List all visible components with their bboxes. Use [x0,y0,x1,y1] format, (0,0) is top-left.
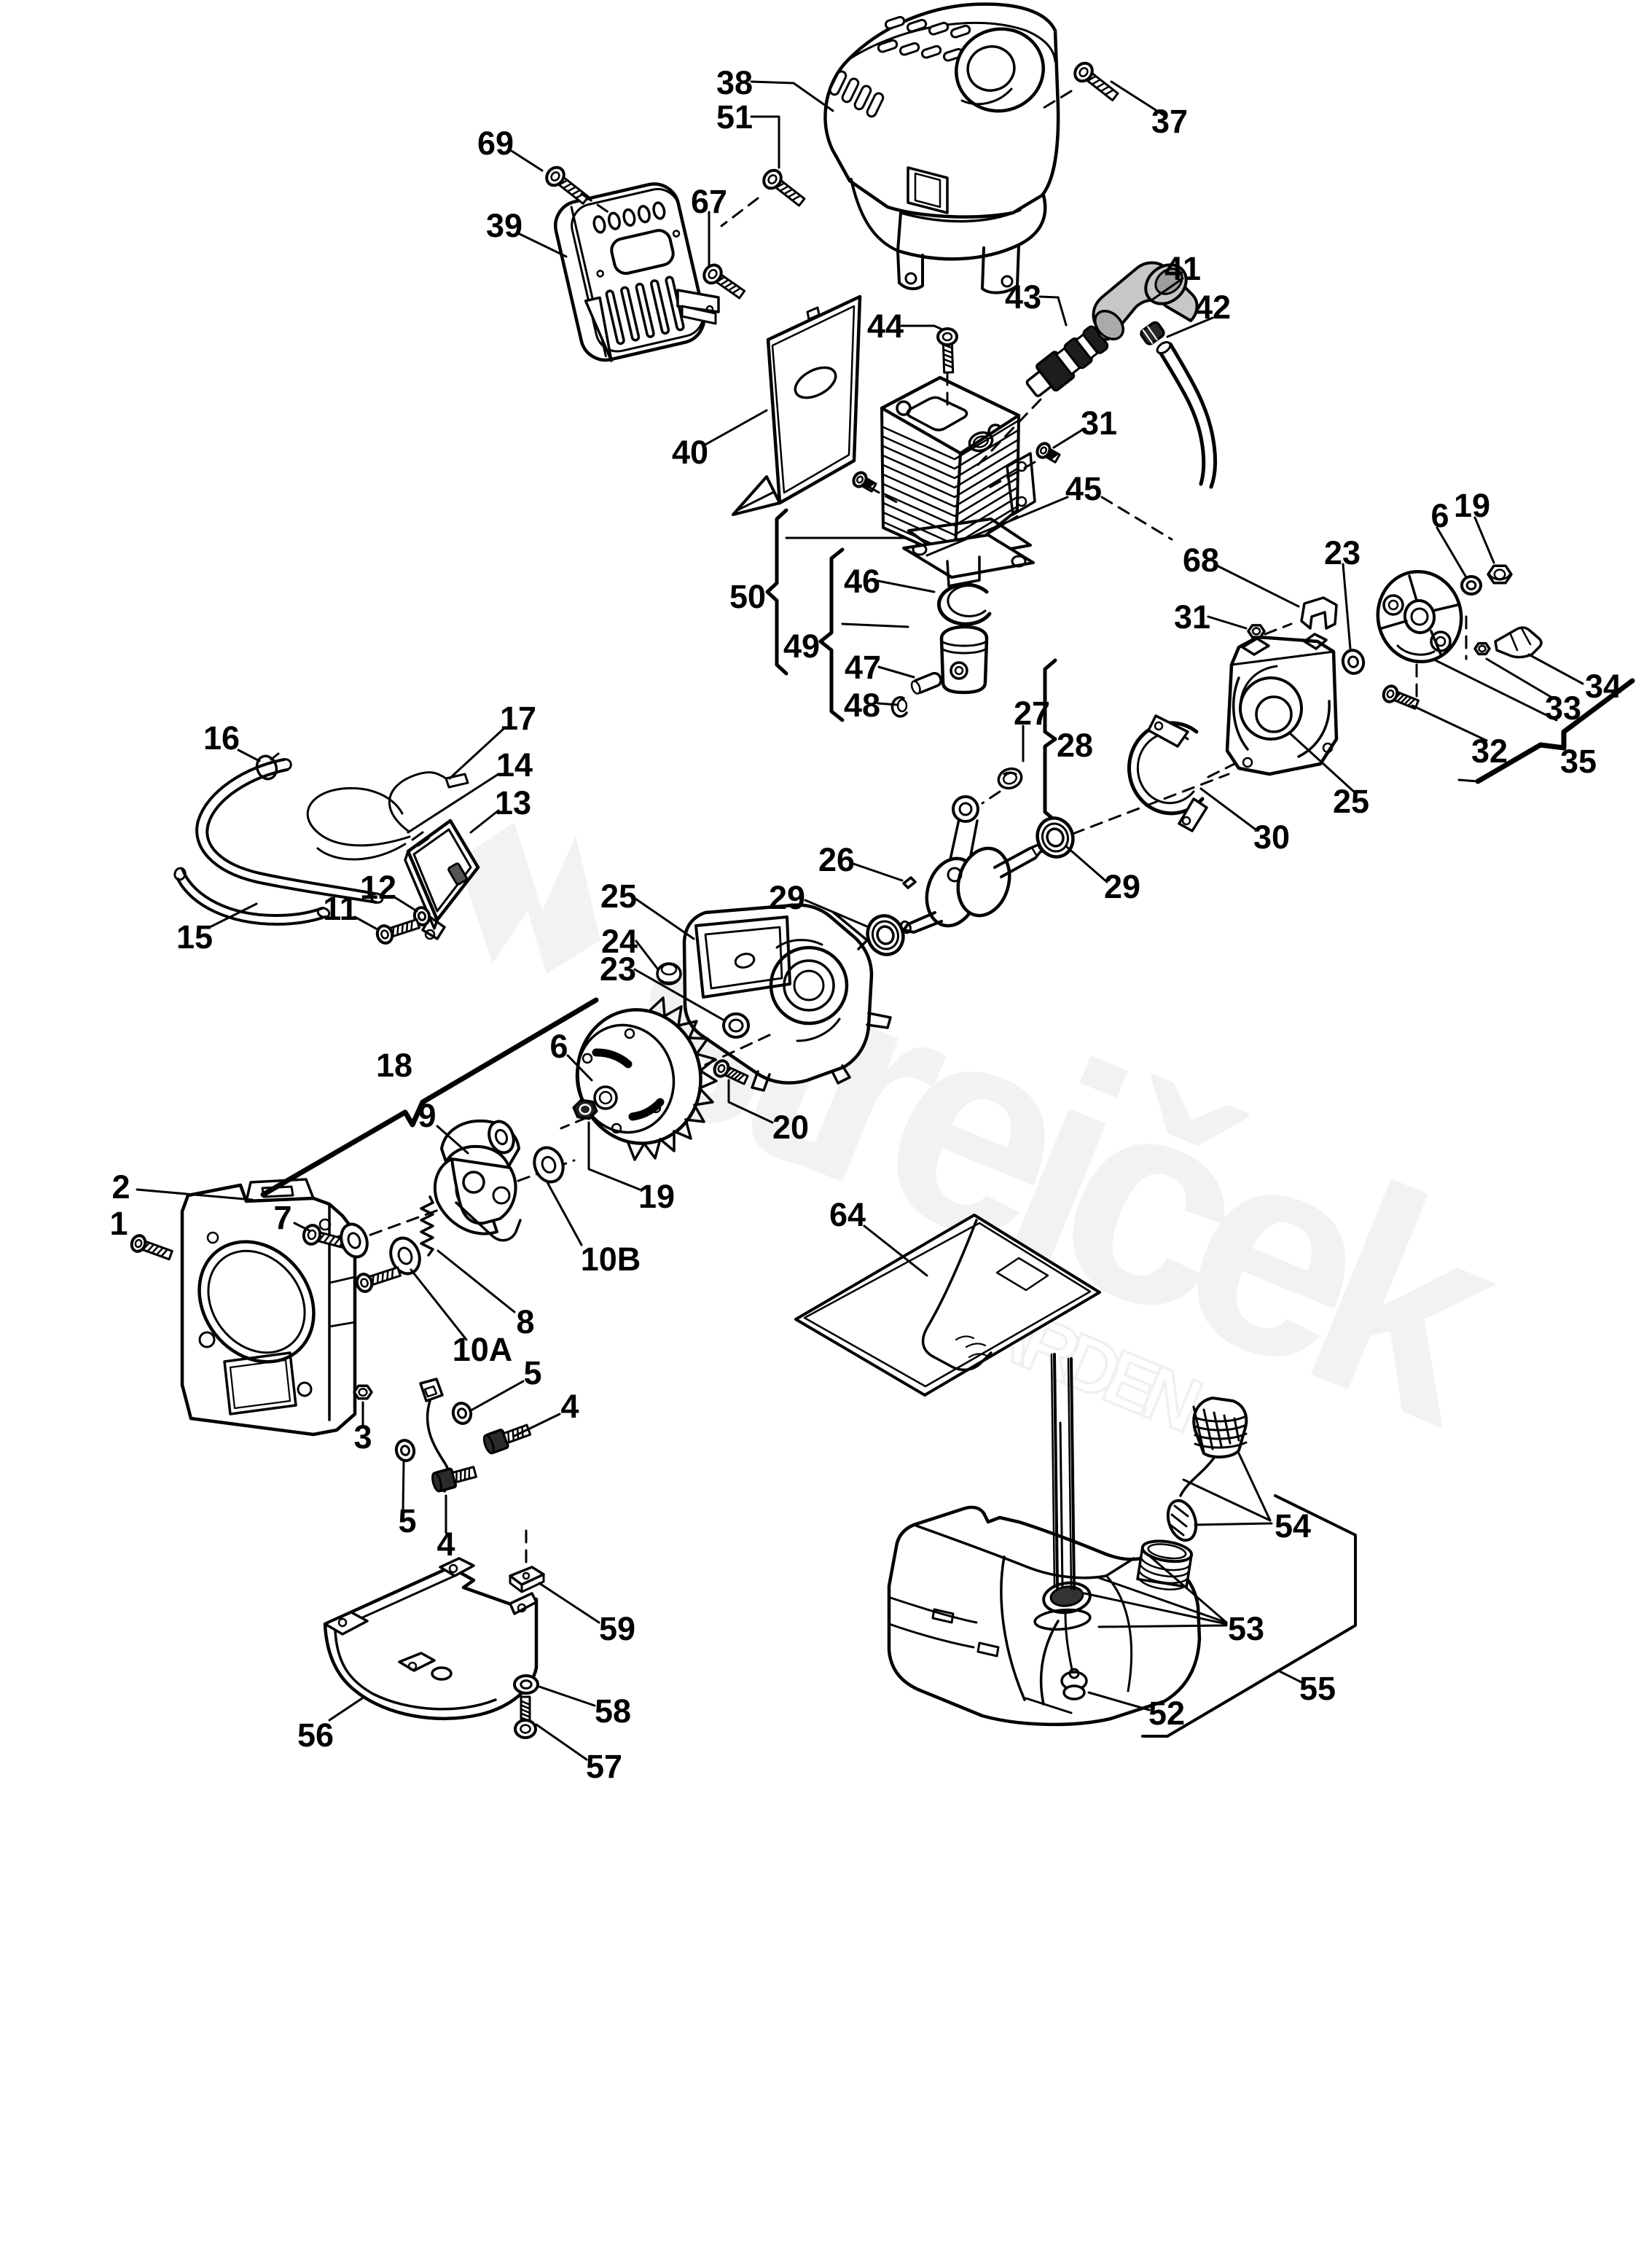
svg-text:56: 56 [297,1717,334,1754]
svg-text:25: 25 [1333,783,1369,820]
svg-text:51: 51 [716,98,753,136]
svg-text:35: 35 [1560,743,1597,780]
svg-text:58: 58 [595,1692,631,1730]
svg-text:18: 18 [376,1047,412,1084]
svg-text:6: 6 [1430,497,1449,534]
svg-text:68: 68 [1183,542,1219,579]
svg-text:53: 53 [1228,1610,1264,1647]
svg-text:9: 9 [418,1097,436,1134]
svg-text:13: 13 [495,784,531,821]
svg-text:28: 28 [1057,727,1093,764]
svg-text:64: 64 [829,1196,866,1233]
svg-text:11: 11 [323,890,358,927]
svg-text:19: 19 [1454,487,1490,524]
svg-text:4: 4 [437,1526,455,1563]
svg-text:46: 46 [844,563,880,600]
svg-text:52: 52 [1148,1695,1185,1732]
svg-text:57: 57 [586,1748,622,1785]
svg-text:32: 32 [1471,733,1508,770]
svg-text:2: 2 [111,1168,130,1206]
svg-text:4: 4 [560,1388,579,1425]
svg-text:43: 43 [1005,278,1041,316]
svg-text:67: 67 [691,183,727,220]
svg-text:10A: 10A [453,1331,513,1368]
svg-text:49: 49 [783,628,820,665]
svg-text:15: 15 [176,918,213,956]
svg-text:69: 69 [477,125,514,162]
svg-text:23: 23 [600,950,636,988]
svg-text:3: 3 [353,1418,372,1456]
svg-text:41: 41 [1164,250,1201,287]
svg-text:34: 34 [1585,668,1621,705]
svg-text:16: 16 [203,719,240,757]
svg-text:48: 48 [844,687,880,724]
svg-text:37: 37 [1151,103,1188,140]
svg-text:31: 31 [1081,405,1117,442]
svg-text:26: 26 [818,841,855,878]
svg-text:7: 7 [273,1199,291,1236]
svg-text:55: 55 [1299,1670,1336,1707]
svg-text:17: 17 [500,700,536,737]
svg-text:20: 20 [772,1109,809,1146]
svg-text:27: 27 [1014,695,1050,732]
svg-text:30: 30 [1253,819,1290,856]
svg-text:54: 54 [1275,1507,1311,1545]
svg-text:31: 31 [1174,598,1210,636]
svg-text:5: 5 [398,1502,416,1539]
svg-text:42: 42 [1194,289,1231,326]
svg-text:45: 45 [1065,470,1102,507]
svg-text:1: 1 [109,1205,128,1242]
svg-text:5: 5 [523,1354,541,1391]
svg-text:14: 14 [496,746,533,784]
svg-text:23: 23 [1324,534,1361,571]
svg-text:40: 40 [672,434,708,471]
svg-text:24: 24 [601,923,638,960]
svg-text:8: 8 [516,1303,534,1340]
svg-text:33: 33 [1545,690,1581,727]
svg-text:38: 38 [716,64,753,101]
svg-text:29: 29 [769,879,805,916]
svg-text:50: 50 [729,578,766,615]
svg-text:10B: 10B [581,1241,641,1278]
svg-text:29: 29 [1104,868,1140,905]
svg-text:44: 44 [867,308,904,345]
svg-text:19: 19 [638,1178,675,1215]
svg-text:25: 25 [600,878,637,915]
svg-text:47: 47 [845,649,881,686]
svg-text:6: 6 [549,1028,568,1065]
svg-text:12: 12 [360,869,396,906]
svg-text:39: 39 [486,207,522,244]
svg-text:59: 59 [599,1610,635,1647]
